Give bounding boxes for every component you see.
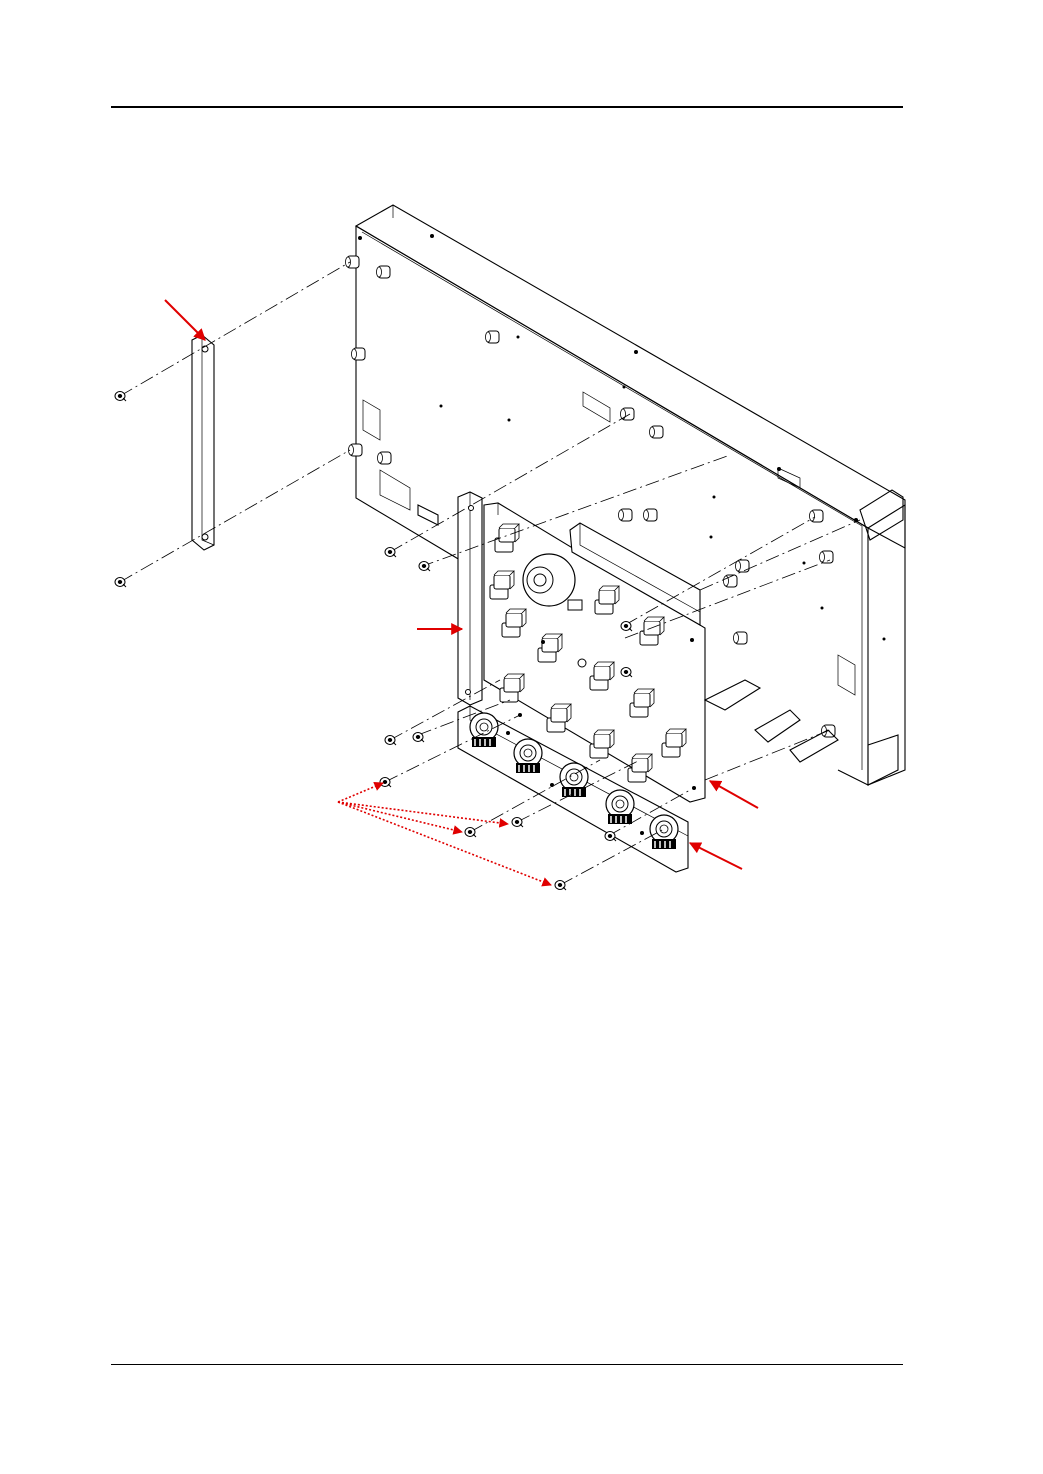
callout-arrow-screw-2: [338, 802, 462, 832]
callout-arrow-screw-4: [338, 802, 551, 885]
callout-arrow-left-bracket: [165, 300, 205, 340]
footer-rule: [111, 1364, 903, 1365]
callout-arrow-screw-3: [338, 802, 508, 824]
front-board-mounting-plate: [458, 492, 482, 705]
callout-arrow-connector-plate: [690, 843, 742, 869]
left-side-bracket: [192, 335, 214, 550]
callout-arrow-circuit-board: [710, 781, 758, 808]
callout-arrow-screw-1: [338, 783, 383, 802]
